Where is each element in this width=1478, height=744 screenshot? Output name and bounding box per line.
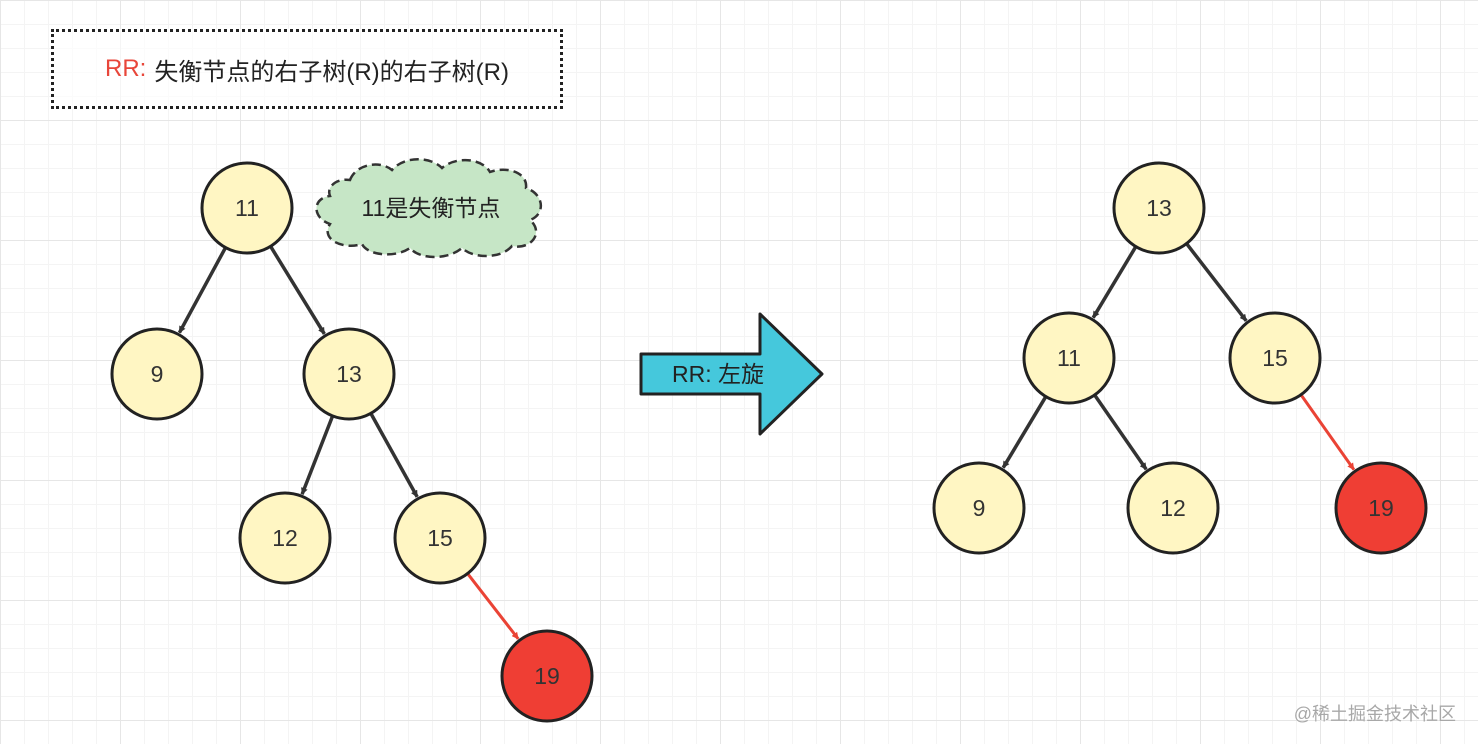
title-box: RR: 失衡节点的右子树(R)的右子树(R) <box>51 29 563 109</box>
after-edge-m13-m15 <box>1185 242 1248 322</box>
before-edge-n11-n13 <box>269 245 326 335</box>
after-node-13: 13 <box>1112 161 1206 255</box>
watermark: @稀土掘金技术社区 <box>1293 704 1456 724</box>
node-circle <box>110 327 204 421</box>
before-node-12: 12 <box>238 491 332 585</box>
node-label: 11 <box>235 195 259 221</box>
rotation-arrow-label: RR: 左旋 <box>672 361 764 387</box>
before-edge-n11-n9 <box>177 246 228 334</box>
node-label: 19 <box>534 663 560 689</box>
node-label: 19 <box>1368 495 1394 521</box>
node-label: 9 <box>151 361 164 387</box>
before-edge-n15-n19 <box>466 572 520 640</box>
rotation-arrow-shape <box>639 312 824 436</box>
after-node-11: 11 <box>1022 311 1116 405</box>
before-edge-n13-n15 <box>369 412 419 498</box>
node-label: 13 <box>336 361 362 387</box>
after-node-12: 12 <box>1126 461 1220 555</box>
node-circle <box>1334 461 1428 555</box>
tree-before: 11 9 13 12 15 19 <box>110 161 594 723</box>
after-node-9: 9 <box>932 461 1026 555</box>
node-circle <box>500 629 594 723</box>
before-node-13: 13 <box>302 327 396 421</box>
node-label: 12 <box>1160 495 1186 521</box>
after-node-15: 15 <box>1228 311 1322 405</box>
node-label: 11 <box>1057 345 1081 371</box>
before-node-15: 15 <box>393 491 487 585</box>
callout-cloud: 11是失衡节点 <box>315 158 542 259</box>
after-edge-m15-m19 <box>1299 393 1356 471</box>
node-circle <box>1228 311 1322 405</box>
tree-after: 13 11 15 9 12 19 <box>932 161 1428 555</box>
node-label: 15 <box>1262 345 1288 371</box>
node-circle <box>1126 461 1220 555</box>
after-edge-m13-m11 <box>1091 245 1138 319</box>
after-node-19: 19 <box>1334 461 1428 555</box>
before-node-19: 19 <box>500 629 594 723</box>
callout-text: 11是失衡节点 <box>362 195 501 221</box>
before-edge-n13-n12 <box>300 415 335 495</box>
node-label: 13 <box>1146 195 1172 221</box>
title-prefix: RR: <box>105 55 147 82</box>
node-label: 12 <box>272 525 298 551</box>
node-label: 15 <box>427 525 453 551</box>
before-node-9: 9 <box>110 327 204 421</box>
before-node-11: 11 <box>200 161 294 255</box>
node-circle <box>238 491 332 585</box>
rotation-arrow: RR: 左旋 <box>639 312 824 436</box>
node-circle <box>932 461 1026 555</box>
node-circle <box>1022 311 1116 405</box>
node-circle <box>200 161 294 255</box>
after-edge-m11-m9 <box>1001 395 1048 469</box>
node-label: 9 <box>973 495 986 521</box>
title-text: 失衡节点的右子树(R)的右子树(R) <box>154 58 509 86</box>
callout-shape <box>315 158 542 259</box>
node-circle <box>1112 161 1206 255</box>
after-edge-m11-m12 <box>1093 393 1148 471</box>
node-circle <box>393 491 487 585</box>
node-circle <box>302 327 396 421</box>
